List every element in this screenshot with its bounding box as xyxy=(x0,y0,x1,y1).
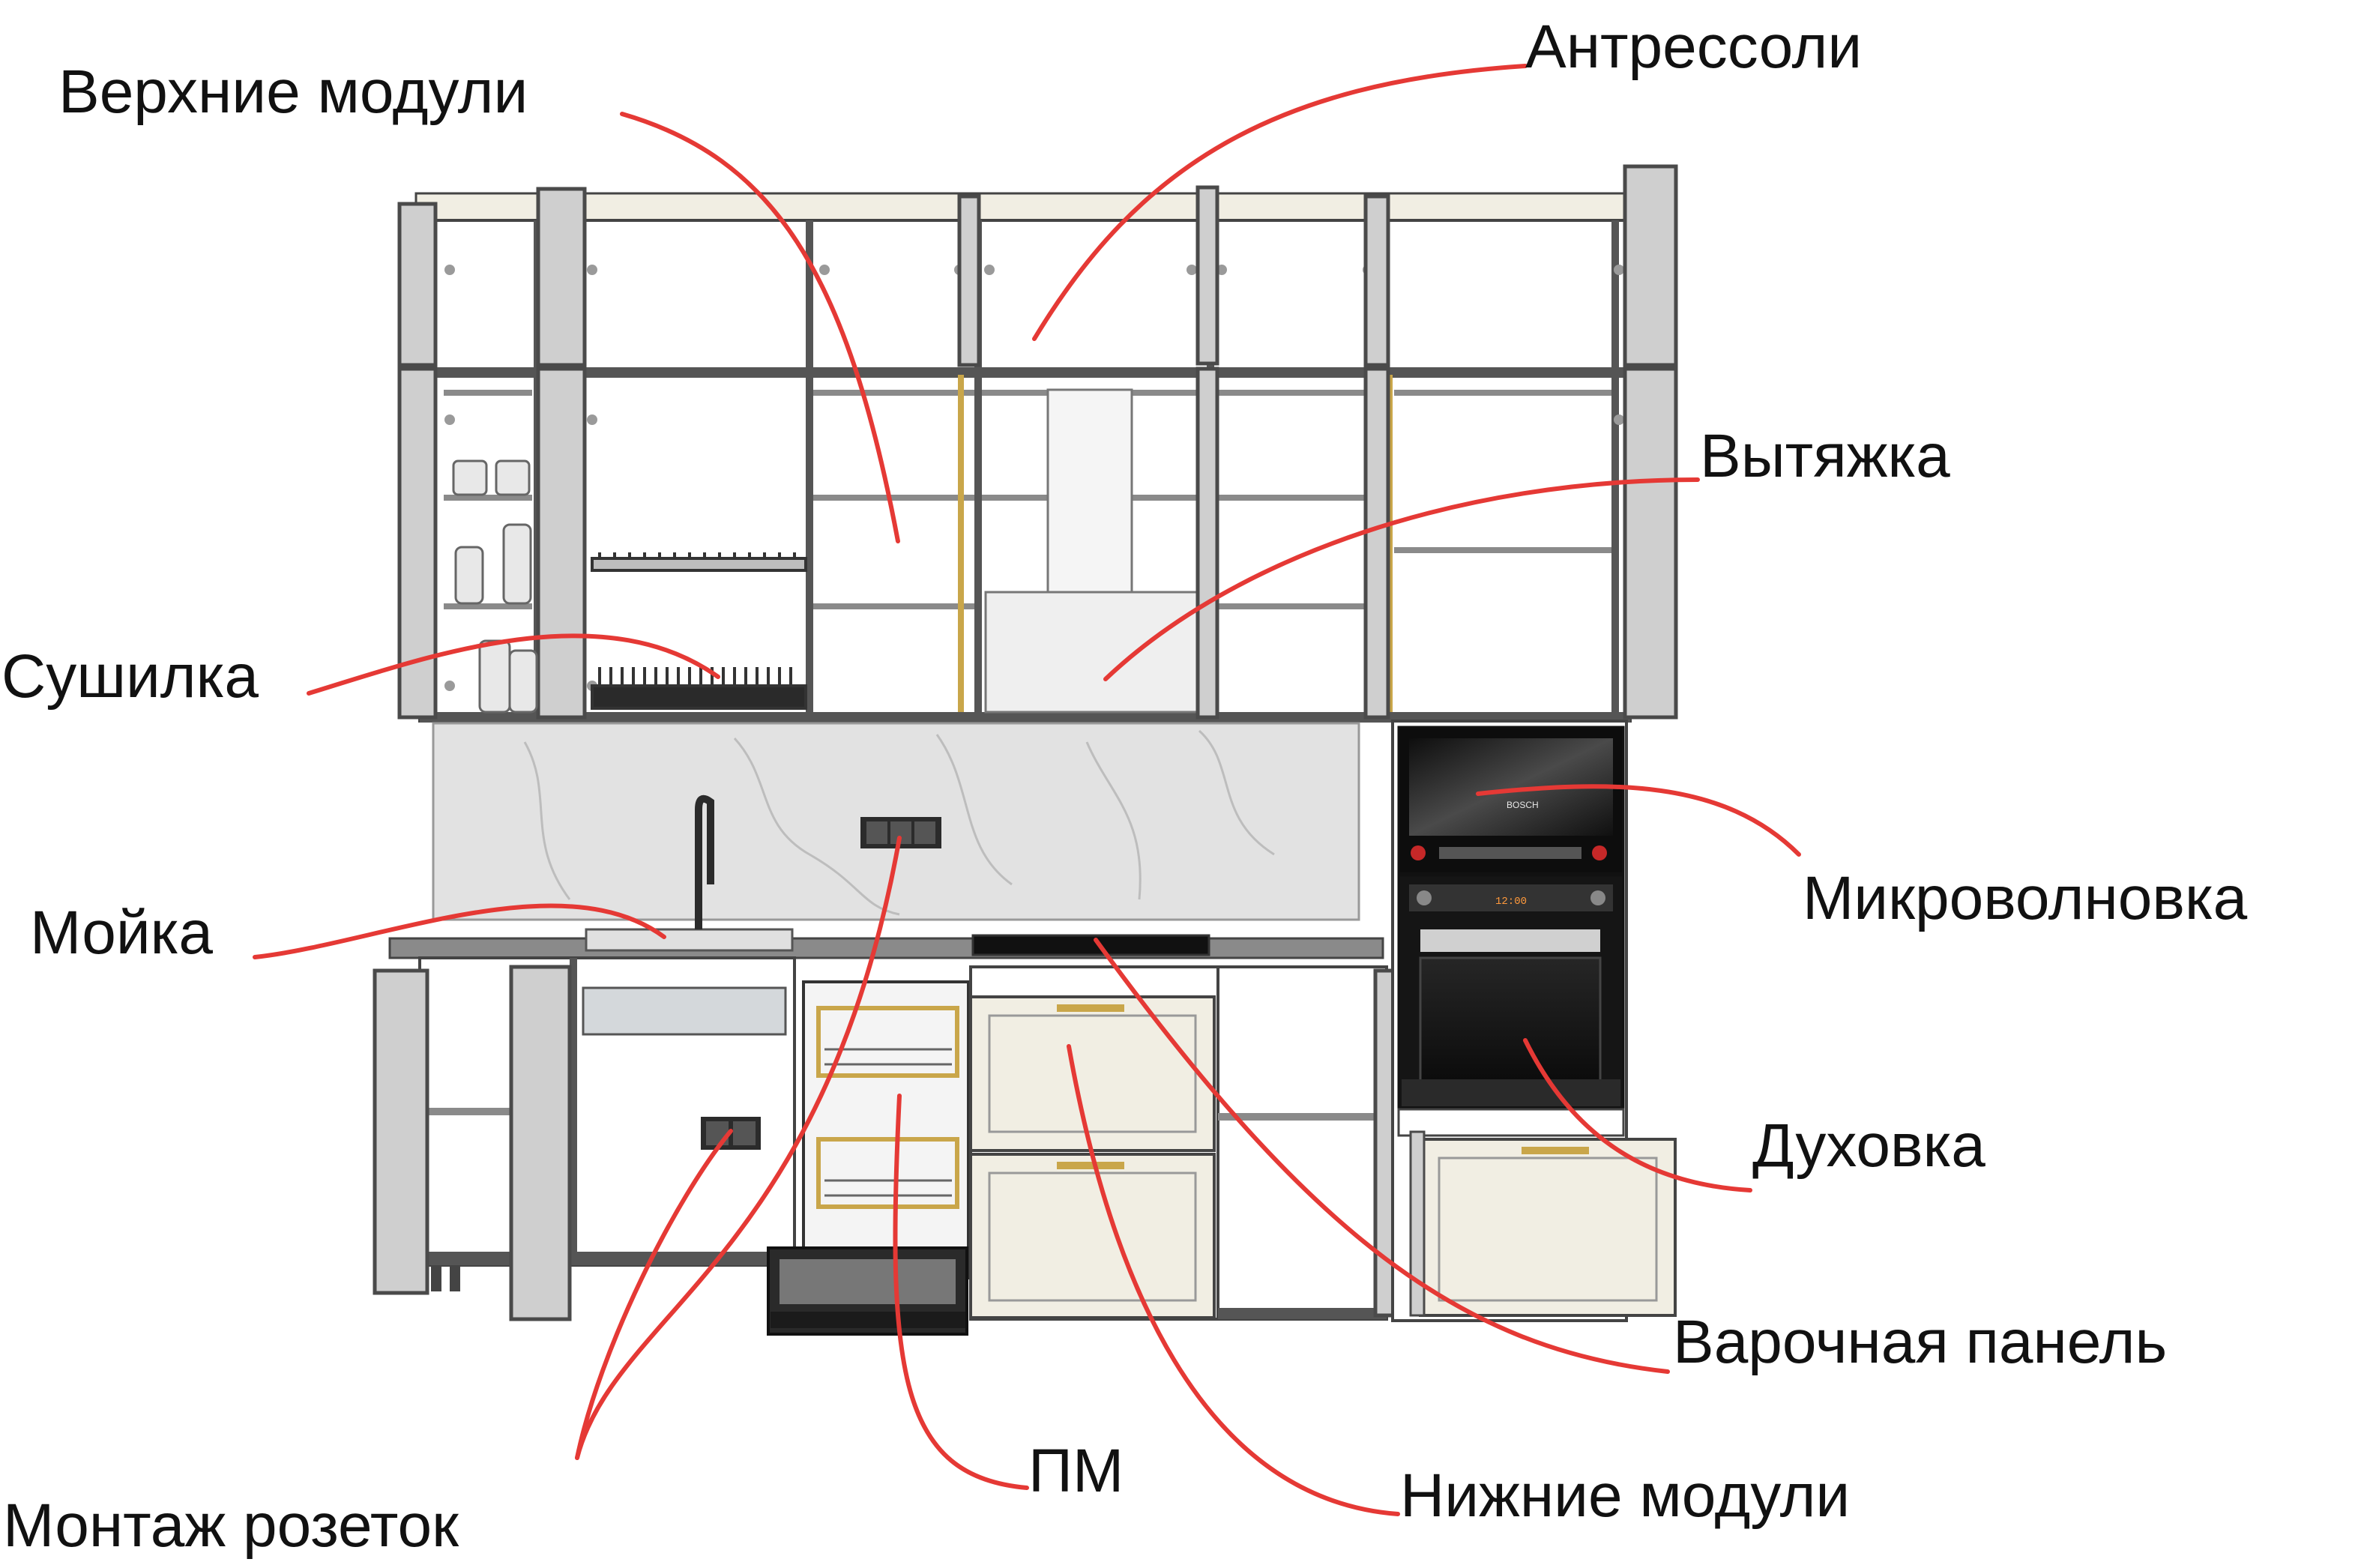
upper-door-6a xyxy=(1623,164,1678,367)
leader-sockets-2 xyxy=(575,1129,733,1460)
right-base-cabinet xyxy=(1216,965,1406,1321)
hood-box xyxy=(1046,388,1133,601)
label-hob: Варочная панель xyxy=(1673,1308,2168,1376)
drawer-bottom xyxy=(969,1153,1216,1319)
label-mezzanines: Антрессоли xyxy=(1525,13,1863,81)
upper-door-5b xyxy=(1363,367,1390,720)
oven-clock: 12:00 xyxy=(1495,896,1527,908)
lower-cabinets xyxy=(373,956,1406,1336)
oven: 12:00 xyxy=(1397,874,1625,1109)
leader-lines xyxy=(253,64,1801,1516)
drawer-cabinet xyxy=(969,965,1219,1321)
leader-dishwasher xyxy=(893,1094,1029,1490)
hood-lower xyxy=(984,591,1204,714)
label-microwave: Микроволновка xyxy=(1803,864,2248,932)
sink-bowl xyxy=(585,928,794,952)
label-dryer: Сушилка xyxy=(1,642,259,711)
upper-door-4a xyxy=(1195,185,1219,366)
leader-dryer xyxy=(307,633,720,696)
hob-glass xyxy=(971,934,1210,956)
leader-lower-modules xyxy=(1067,1044,1400,1516)
leader-upper-modules xyxy=(620,112,900,543)
label-lower-modules: Нижние модули xyxy=(1400,1462,1851,1530)
drawer-top xyxy=(969,995,1216,1152)
leader-oven xyxy=(1523,1038,1752,1192)
upper-cornice xyxy=(414,192,1635,222)
label-upper-modules: Верхние модули xyxy=(58,58,528,126)
label-sink: Мойка xyxy=(30,899,213,967)
leader-hob xyxy=(1094,938,1670,1374)
appliance-column: BOSCH 12:00 xyxy=(1391,720,1677,1322)
upper-door-6b xyxy=(1623,367,1678,720)
leader-microwave xyxy=(1476,784,1801,857)
label-oven: Духовка xyxy=(1752,1112,1985,1180)
label-dishwasher: ПМ xyxy=(1028,1437,1124,1505)
lower-door-1 xyxy=(373,968,429,1295)
leader-hood xyxy=(1103,477,1700,681)
dishwasher xyxy=(767,980,970,1336)
label-sockets: Монтаж розеток xyxy=(3,1492,459,1560)
lower-door-2 xyxy=(509,965,572,1321)
leader-mezzanines xyxy=(1032,64,1528,341)
upper-door-2b xyxy=(536,367,587,720)
leader-sockets-1 xyxy=(575,836,902,1460)
microwave: BOSCH xyxy=(1397,726,1625,875)
sink-basin xyxy=(582,986,787,1036)
column-drawer-side xyxy=(1409,1130,1426,1317)
upper-door-1a xyxy=(397,202,438,367)
upper-door-4b xyxy=(1195,367,1219,720)
backsplash xyxy=(432,722,1360,921)
microwave-brand: BOSCH xyxy=(1507,800,1539,810)
upper-door-5a xyxy=(1363,194,1390,367)
countertop xyxy=(388,794,1384,959)
label-hood: Вытяжка xyxy=(1700,422,1950,490)
leader-sink xyxy=(253,903,666,959)
column-drawer xyxy=(1419,1138,1677,1317)
faucet xyxy=(695,794,714,929)
dish-dryer xyxy=(591,552,807,710)
upper-door-3a xyxy=(957,194,981,367)
upper-cabinets xyxy=(397,164,1678,723)
upper-door-2a xyxy=(536,187,587,367)
jars xyxy=(452,459,538,714)
